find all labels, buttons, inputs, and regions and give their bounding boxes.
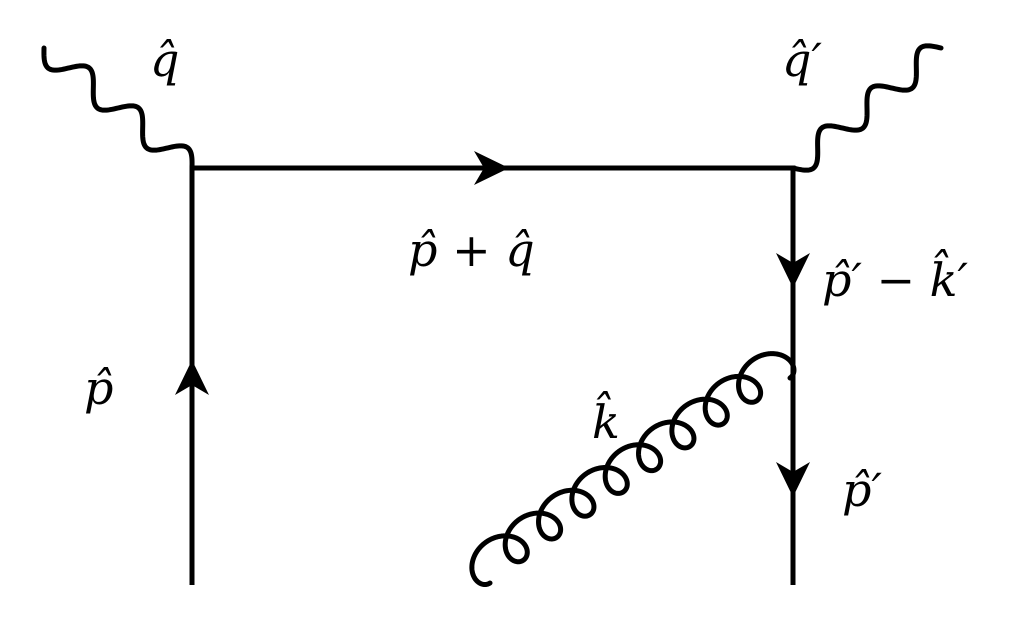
incoming-quark-arrow <box>175 360 209 395</box>
right-upper-propagator-label: p̂′ − k̂′ <box>822 248 969 307</box>
outgoing-quark-arrow <box>776 462 810 497</box>
outgoing-photon-line <box>790 43 944 173</box>
outgoing-quark-label: p̂′ <box>842 463 882 517</box>
top-propagator-label: p̂ + q̂ <box>408 223 535 277</box>
incoming-photon-line <box>41 45 195 171</box>
gluon-line <box>469 351 797 588</box>
incoming-quark-label: p̂ <box>84 361 113 415</box>
photon-out-label: q̂′ <box>782 33 822 87</box>
gluon-label: k̂ <box>592 390 620 449</box>
right-upper-propagator-arrow <box>776 253 810 288</box>
photon-in-label: q̂ <box>150 33 179 87</box>
top-propagator-arrow <box>474 151 509 185</box>
